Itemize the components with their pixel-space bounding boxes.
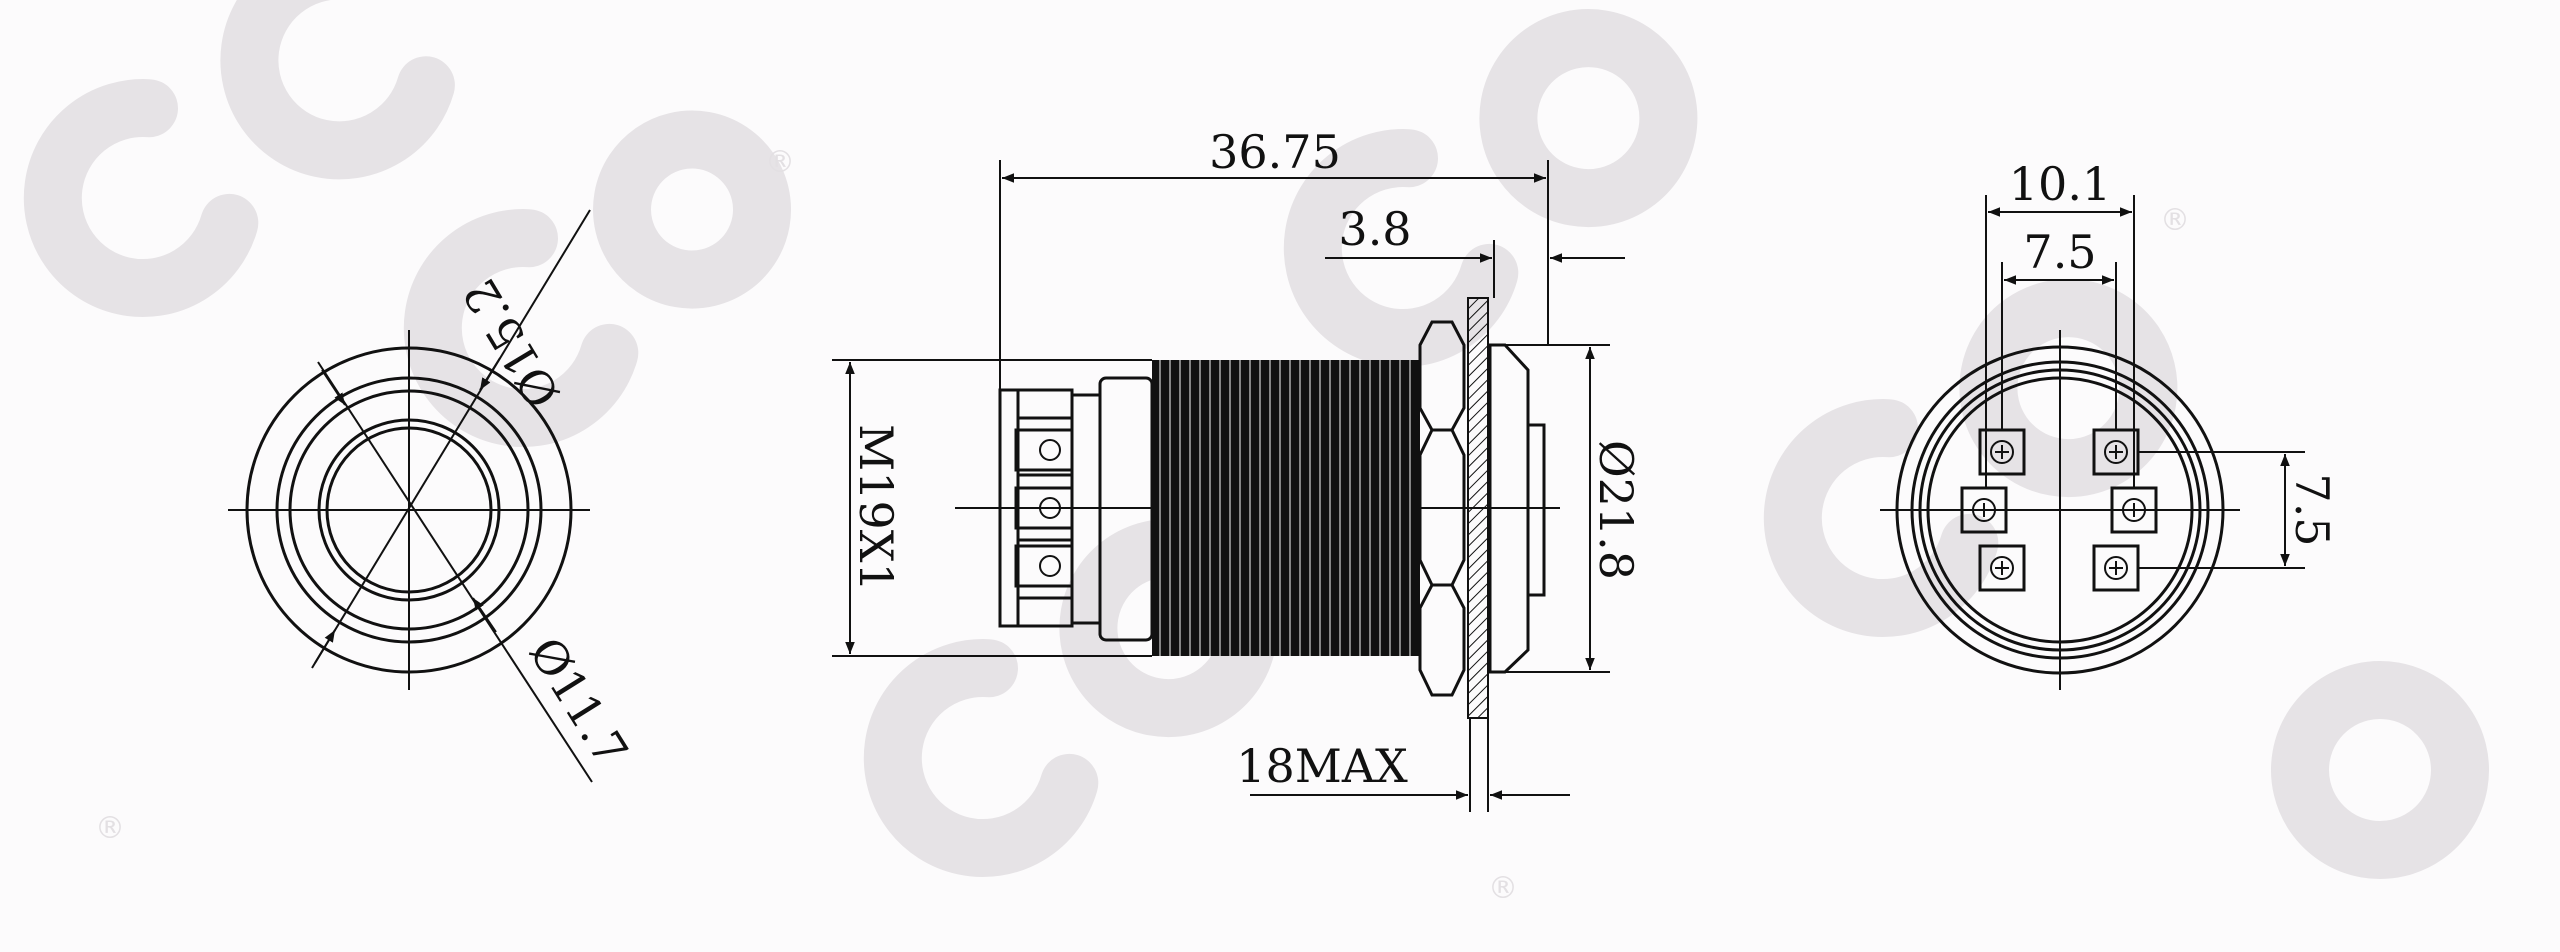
thread-lines [1159,360,1411,656]
watermark-logo [1283,9,1698,368]
dim-outer-pin-span-label: 10.1 [2009,157,2111,211]
rear-pin [2092,544,2140,592]
front-ring-circle [288,389,530,631]
front-inner-diameter-label: Ø11.7 [519,628,639,775]
terminal-pin [1014,428,1074,472]
front-outer-diameter-leader [311,209,591,669]
watermark-logo [1763,279,2178,638]
dim-flange-diameter-label: Ø21.8 [1589,440,1643,580]
side-view: 36.75 3.8 M19X1 Ø21.8 18MAX [832,125,1643,812]
dim-panel-max-label: 18MAX [1236,739,1408,793]
front-button-circle [325,426,493,594]
dim-inner-pin-span-label: 7.5 [2023,225,2096,279]
button-cap [1526,423,1546,597]
hex-nut-bottom [1418,583,1466,697]
dim-total-length-label: 36.75 [1209,125,1341,179]
front-outer-circle [245,346,573,674]
watermark-logo [23,0,455,318]
terminal-pin [1014,544,1074,588]
dim-thread-label: M19X1 [849,424,903,592]
watermark-registered-mark: ® [765,145,795,180]
watermark-logo [403,110,792,448]
watermark-registered-mark: ® [95,811,125,846]
front-inner-diameter-leader [317,361,593,783]
rear-pin [1960,486,2008,534]
rear-pin [1978,544,2026,592]
rear-outer-circle [1895,345,2225,675]
rear-bezel-circle [1910,360,2210,660]
dim-vertical-pin-span-label: 7.5 [2285,473,2339,546]
watermark-registered-mark: ® [2160,203,2190,238]
front-inner-circle [317,418,501,602]
dim-flange-thickness-label: 3.8 [1338,202,1411,256]
rear-view: 10.1 7.5 7.5 [1880,157,2339,690]
threaded-body [1152,360,1420,656]
mounting-panel [1467,297,1489,719]
watermark-registered-mark: ® [1488,871,1518,906]
watermark-logo [2271,661,2489,879]
front-bezel-circle [275,376,543,644]
